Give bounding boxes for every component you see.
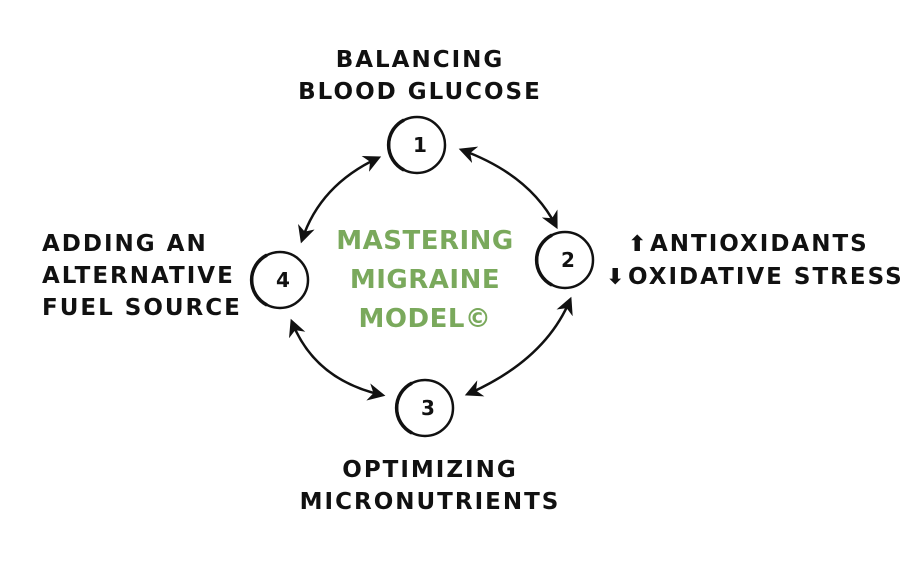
- arrow-2-to-3: [464, 296, 573, 397]
- step-2-label-line-1: ANTIOXIDANTS: [650, 231, 869, 257]
- step-1-label: BALANCING BLOOD GLUCOSE: [280, 44, 560, 108]
- step-3-label: OPTIMIZING MICRONUTRIENTS: [280, 454, 580, 518]
- center-title: MASTERING MIGRAINE MODEL©: [300, 222, 550, 339]
- step-3-label-line-1: OPTIMIZING: [342, 457, 518, 483]
- step-4-label: ADDING AN ALTERNATIVE FUEL SOURCE: [42, 228, 252, 324]
- step-circle-1: 1: [386, 115, 447, 175]
- step-number-4: 4: [276, 268, 290, 292]
- step-number-1: 1: [413, 133, 427, 157]
- arrow-1-to-2: [458, 146, 558, 230]
- step-1-label-line-1: BALANCING: [335, 47, 505, 73]
- arrow-4-to-1: [298, 155, 382, 244]
- step-4-label-line-2: ALTERNATIVE: [42, 263, 235, 289]
- step-circle-2: 2: [534, 230, 595, 290]
- step-2-label: ⬆ANTIOXIDANTS ⬇OXIDATIVE STRESS: [606, 228, 902, 294]
- step-circle-4: 4: [249, 250, 310, 310]
- step-1-label-line-2: BLOOD GLUCOSE: [298, 79, 542, 105]
- arrow-down-icon: ⬇: [606, 265, 627, 290]
- center-title-line-2: MIGRAINE: [349, 265, 501, 295]
- step-number-3: 3: [421, 396, 435, 420]
- center-title-line-3: MODEL©: [358, 304, 492, 334]
- step-circle-3: 3: [394, 378, 455, 438]
- center-title-line-1: MASTERING: [336, 226, 514, 256]
- step-3-label-line-2: MICRONUTRIENTS: [299, 489, 561, 515]
- arrow-3-to-4: [289, 318, 386, 401]
- step-2-label-line-2: OXIDATIVE STRESS: [628, 264, 904, 290]
- step-4-label-line-3: FUEL SOURCE: [42, 295, 242, 321]
- step-number-2: 2: [561, 248, 575, 272]
- arrow-up-icon: ⬆: [628, 232, 649, 257]
- step-4-label-line-1: ADDING AN: [42, 231, 208, 257]
